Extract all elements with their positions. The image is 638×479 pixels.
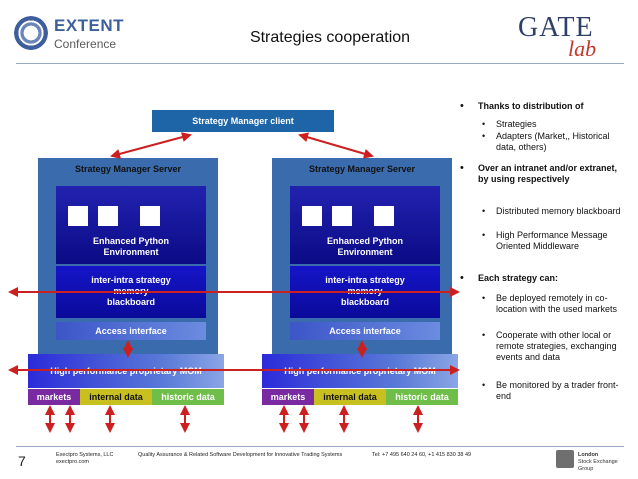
lse-crest-icon <box>556 450 574 468</box>
adapter-internal-data: internal data <box>80 389 152 405</box>
access-interface: Access interface <box>290 322 440 340</box>
bullet-text: Thanks to distribution of <box>478 101 584 111</box>
memory-blackboard-label: inter-intra strategy memory blackboard <box>290 275 440 308</box>
bullet-dot: • <box>482 230 486 240</box>
extent-ring-icon <box>14 16 48 50</box>
bb-line1: inter-intra strategy <box>91 275 171 285</box>
bb-line2: memory <box>113 286 149 296</box>
python-environment-label: Enhanced Python Environment <box>56 236 206 258</box>
bullet-dot: • <box>482 293 486 303</box>
page-number: 7 <box>18 453 26 469</box>
extent-conference-logo: EXTENT Conference <box>14 10 144 54</box>
strategy-manager-client: Strategy Manager client <box>152 110 334 132</box>
env-line1: Enhanced Python <box>92 236 169 246</box>
memory-blackboard-block: inter-intra strategy memory blackboard <box>56 266 206 318</box>
memory-blackboard-label: inter-intra strategy memory blackboard <box>56 275 206 308</box>
adapter-markets: markets <box>28 389 80 405</box>
strategy-square <box>68 206 88 226</box>
strategy-manager-server-right: Strategy Manager Server Enhanced Python … <box>272 158 452 354</box>
lse-line1: London <box>578 452 599 458</box>
bb-line3: blackboard <box>106 297 155 307</box>
footer-company-site: exectpro.com <box>56 459 90 465</box>
adapter-internal-data: internal data <box>314 389 386 405</box>
lse-logo: London Stock Exchange Group <box>556 450 626 472</box>
footer-divider <box>16 446 624 447</box>
bullet-dot: • <box>460 100 464 112</box>
bb-line2: memory <box>347 286 383 296</box>
gatelab-logo-lab: lab <box>568 36 597 61</box>
server-title: Strategy Manager Server <box>74 164 182 174</box>
adapter-historic-data: historic data <box>386 389 458 405</box>
python-environment-block: Enhanced Python Environment <box>56 186 206 264</box>
env-line2: Environment <box>103 247 159 257</box>
strategy-square <box>302 206 322 226</box>
bullet-dot: • <box>482 380 486 390</box>
sub-bullet-text: Distributed memory blackboard <box>496 206 621 216</box>
mom-bar-right: High performance proprietary MOM <box>262 354 458 388</box>
bullet-text: Over an intranet and/or extranet, by usi… <box>478 163 618 184</box>
strategy-manager-server-left: Strategy Manager Server Enhanced Python … <box>38 158 218 354</box>
strategy-square <box>98 206 118 226</box>
logo-left-line1: EXTENT <box>54 16 125 35</box>
sub-bullet-text: Adapters (Market,, Historical data, othe… <box>496 131 610 152</box>
sub-bullet-text: Strategies <box>496 119 537 129</box>
lse-line2: Stock Exchange Group <box>578 459 618 472</box>
server-title: Strategy Manager Server <box>308 164 416 174</box>
gatelab-logo: GATE lab <box>508 10 628 61</box>
strategy-square <box>332 206 352 226</box>
bb-line3: blackboard <box>340 297 389 307</box>
bullet-dot: • <box>482 206 486 216</box>
sub-bullet-text: Be monitored by a trader front-end <box>496 380 619 401</box>
bullet-dot: • <box>482 330 486 340</box>
bullet-dot: • <box>460 162 464 174</box>
env-line2: Environment <box>337 247 393 257</box>
footer-tagline: Quality Assurance & Related Software Dev… <box>138 452 343 458</box>
bullet-dot: • <box>460 272 464 284</box>
access-interface: Access interface <box>56 322 206 340</box>
sub-bullet-text: Cooperate with other local or remote str… <box>496 330 617 362</box>
adapter-historic-data: historic data <box>152 389 224 405</box>
memory-blackboard-block: inter-intra strategy memory blackboard <box>290 266 440 318</box>
sub-bullet-text: Be deployed remotely in co-location with… <box>496 293 618 314</box>
strategy-square <box>140 206 160 226</box>
bb-line1: inter-intra strategy <box>325 275 405 285</box>
footer-company: Exectpro Systems, LLC exectpro.com <box>56 452 113 466</box>
footer-company-name: Exectpro Systems, LLC <box>56 452 114 458</box>
sub-bullet-text: High Performance Message Oriented Middle… <box>496 230 608 251</box>
logo-left-line2: Conference <box>54 37 117 51</box>
env-line1: Enhanced Python <box>326 236 403 246</box>
arrow-client-left-server <box>110 132 192 159</box>
strategy-square <box>374 206 394 226</box>
adapter-markets: markets <box>262 389 314 405</box>
gatelab-logo-gate: GATE <box>518 12 594 43</box>
bullet-dot: • <box>482 131 486 141</box>
bullet-dot: • <box>482 119 486 129</box>
arrow-client-right-server <box>298 132 374 159</box>
bullet-text: Each strategy can: <box>478 273 559 283</box>
slide-title: Strategies cooperation <box>249 29 411 46</box>
footer-phone: Tel: +7 495 640 24 60, +1 415 830 38 49 <box>372 452 472 458</box>
python-environment-label: Enhanced Python Environment <box>290 236 440 258</box>
python-environment-block: Enhanced Python Environment <box>290 186 440 264</box>
lse-logo-text: London Stock Exchange Group <box>578 452 626 473</box>
header-divider <box>16 63 624 64</box>
mom-bar-left: High performance proprietary MOM <box>28 354 224 388</box>
